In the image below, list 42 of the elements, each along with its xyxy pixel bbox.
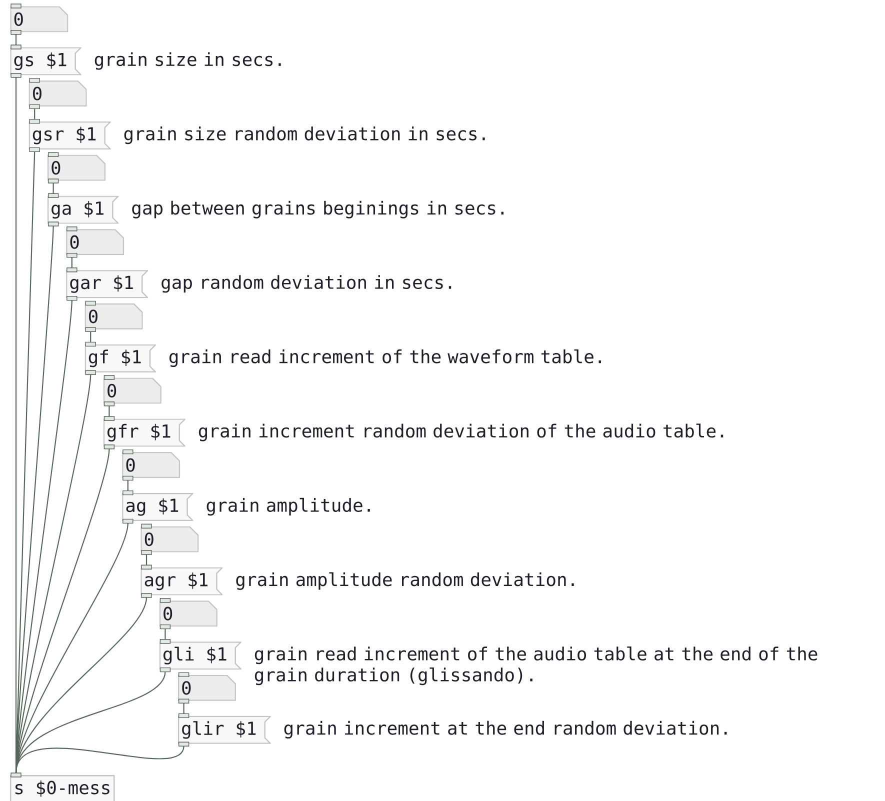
comment-text: grain increment random deviation of the audio table. — [198, 424, 724, 442]
number-box: 0 — [122, 449, 180, 481]
message-box: ag $1 — [122, 490, 194, 524]
patch-cord — [90, 332, 92, 342]
number-box: 0 — [10, 4, 68, 35]
number-box: 0 — [103, 375, 162, 406]
number-box: 0 — [48, 152, 106, 184]
patch-cord — [164, 628, 166, 640]
number-box: 0 — [159, 598, 218, 630]
number-box: 0 — [28, 78, 87, 110]
patch-cord — [15, 746, 184, 774]
number-box: 0 — [140, 524, 199, 555]
patch-cord — [183, 703, 184, 714]
patch-cord — [15, 34, 17, 45]
message-box: gli $1 — [159, 639, 242, 672]
patch-cord — [146, 554, 148, 566]
message-box: glir $1 — [178, 713, 271, 746]
comment-text: grain read increment of the waveform table. — [169, 349, 601, 367]
message-box: gf $1 — [84, 342, 156, 375]
patch-cord — [52, 183, 54, 194]
patch-cord — [108, 406, 110, 416]
comment-text: grain size in secs. — [94, 52, 281, 70]
number-box: 0 — [178, 672, 236, 704]
patch-cord — [127, 480, 128, 491]
message-box: gs $1 — [10, 44, 82, 78]
comment-text: gap random deviation in secs. — [162, 275, 452, 293]
comment-text: grain size random deviation in secs. — [124, 126, 485, 144]
message-box: agr $1 — [140, 564, 223, 598]
patch-cord — [71, 257, 72, 268]
comment-text: grain amplitude. — [206, 498, 370, 516]
comment-text: grain increment at the end random deviation. — [284, 720, 727, 738]
message-box: gar $1 — [66, 268, 148, 301]
message-box: gsr $1 — [28, 118, 111, 152]
message-box: ga $1 — [48, 193, 119, 226]
patch-cord — [34, 108, 36, 120]
number-box: 0 — [66, 226, 124, 258]
comment-text: grain read increment of the audio table at the end of the grain duration (glissando). — [254, 646, 818, 686]
object-box: s $0-mess — [10, 772, 115, 801]
message-box: gfr $1 — [103, 416, 186, 450]
comment-text: grain amplitude random deviation. — [236, 572, 574, 590]
comment-text: gap between grains beginings in secs. — [132, 200, 504, 218]
number-box: 0 — [84, 300, 143, 332]
